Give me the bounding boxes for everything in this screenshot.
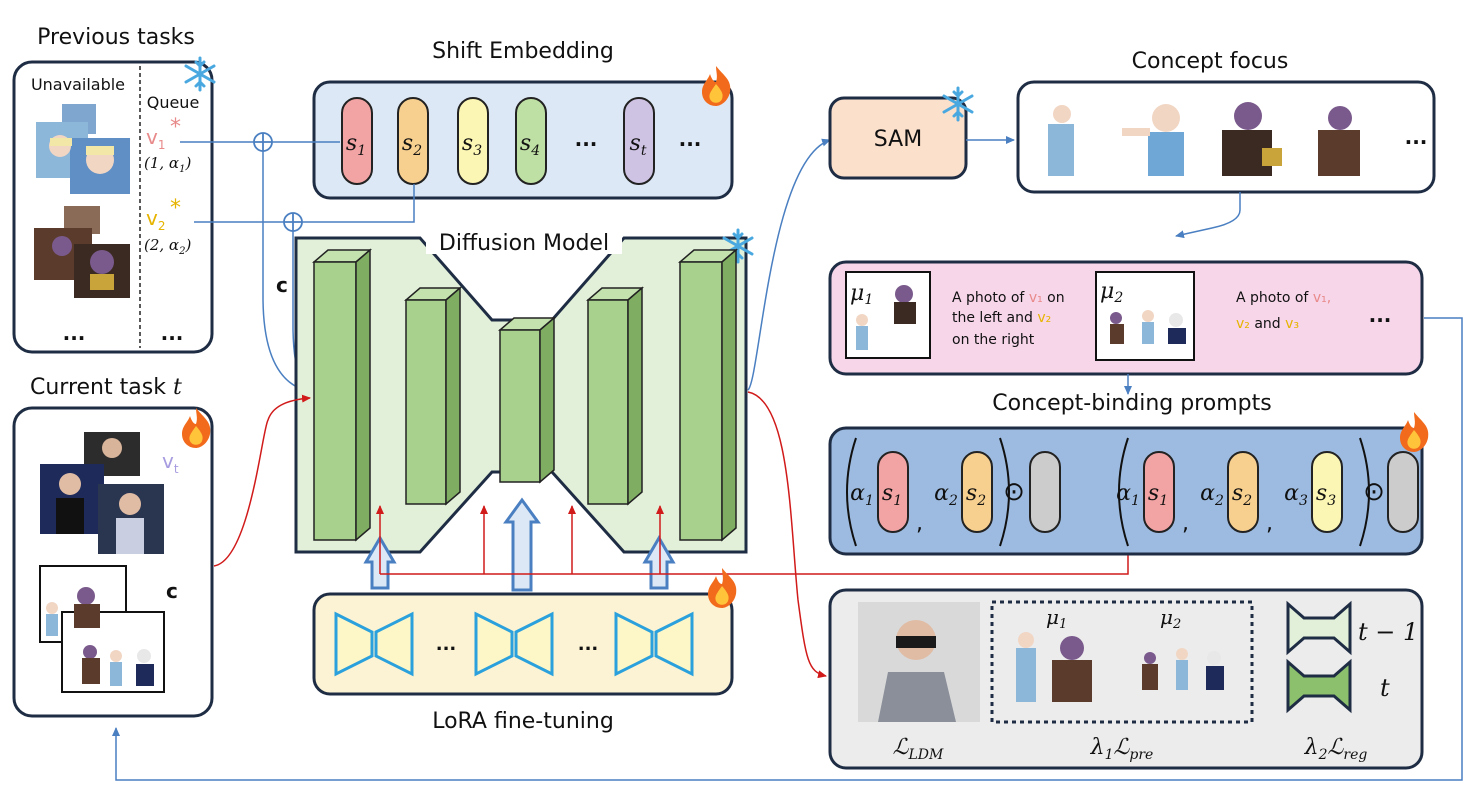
- shift-ellipsis-mid: ...: [575, 127, 598, 151]
- shift-token-label-5: st: [630, 131, 647, 159]
- prev-ellipsis-left: ...: [63, 321, 86, 345]
- binding-group-1-comma-1: ,: [916, 511, 923, 536]
- model-icons: [1286, 600, 1352, 714]
- odot-2: ⊙: [1363, 477, 1385, 507]
- plus-circle-icon: [253, 132, 273, 152]
- fire-icon: [702, 66, 731, 106]
- c-label: c: [276, 273, 288, 297]
- vt-label: vt: [162, 449, 179, 476]
- binding-group-2-coef-2: α2: [1200, 481, 1224, 509]
- unet-blocks: [311, 248, 739, 542]
- chrono-image-1-content: [856, 285, 916, 350]
- v2-pair: (2, α2): [144, 236, 191, 257]
- pre-images: [1016, 632, 1224, 702]
- model-t-minus-1: t − 1: [1358, 618, 1418, 646]
- binding-group-1-token-label-1: s1: [882, 481, 902, 509]
- binding-group-1-token-1: [877, 451, 909, 533]
- shift-token-label-1: s1: [346, 131, 366, 159]
- loss-reg: λ2ℒreg: [1304, 735, 1368, 763]
- ldm-photo: [858, 602, 980, 722]
- fire-icon: [1400, 412, 1429, 452]
- shift-token-2: [397, 97, 429, 185]
- model-t: t: [1380, 674, 1390, 702]
- plus-circle-icon: [283, 212, 303, 232]
- previous-tasks-title: Previous tasks: [37, 25, 195, 50]
- chrono-mu1: μ1: [850, 281, 873, 308]
- binding-group-1-coef-1: α1: [850, 481, 874, 509]
- chrono-prompt-1: A photo of v₁ on the left and v₂ on the …: [952, 290, 1069, 348]
- chrono-prompt-2: A photo of v₁, v₂ and v₃: [1236, 290, 1336, 332]
- binding-group-1-coef-2: α2: [934, 481, 958, 509]
- shift-embedding-title: Shift Embedding: [432, 39, 614, 64]
- binding-group-2-token-3: [1311, 451, 1343, 533]
- diffusion-title-bg: [426, 228, 622, 254]
- shift-token-3: [457, 97, 489, 185]
- concept-focus-title: Concept focus: [1132, 49, 1289, 74]
- previous-elsa-photos: [36, 104, 130, 194]
- binding-blank-token-2: [1387, 451, 1419, 533]
- binding-group-2-comma-1: ,: [1182, 511, 1189, 536]
- binding-group-2-token-label-2: s2: [1232, 481, 1252, 509]
- concept-focus-cutouts: [1048, 102, 1360, 176]
- v2-asterisk: *: [170, 196, 181, 221]
- sam-label: SAM: [874, 127, 922, 152]
- feedback-loop-arrow: [112, 317, 1463, 781]
- previous-thanos-photos: [34, 206, 130, 298]
- shift-ellipsis-end: ...: [679, 127, 702, 151]
- loss-ldm: ℒLDM: [893, 735, 944, 763]
- chrono-mu2: μ2: [1100, 279, 1123, 306]
- current-task-title: Current task t: [30, 375, 182, 400]
- v2-label: v2: [146, 206, 165, 233]
- lora-title: LoRA fine-tuning: [432, 709, 614, 734]
- v1-asterisk: *: [170, 115, 181, 140]
- prev-ellipsis-right: ...: [161, 321, 184, 345]
- binding-group-2-comma-2: ,: [1266, 511, 1273, 536]
- lora-ellipsis-1: ...: [436, 634, 457, 655]
- diffusion-model-title: Diffusion Model: [439, 231, 609, 256]
- binding-group-1-token-2: [961, 451, 993, 533]
- odot-1: ⊙: [1003, 477, 1025, 507]
- loss-mu2: μ2: [1160, 605, 1181, 632]
- pre-dashed-box: [990, 600, 1254, 724]
- binding-group-1: α1 s1, α2 s2: [850, 451, 993, 536]
- binding-blank-token-1: [1029, 451, 1061, 533]
- dm-to-sam-arrow: [747, 138, 831, 391]
- current-task-compositions: [39, 565, 165, 693]
- shift-token-4: [515, 97, 547, 185]
- shift-token-label-3: s3: [462, 131, 482, 159]
- shift-token-5: [623, 97, 655, 185]
- shift-token-1: [341, 97, 373, 185]
- v1-pair: (1, α1): [144, 154, 191, 175]
- shift-token-row: s1 s2 s3 s4 st: [341, 97, 655, 185]
- binding-title: Concept-binding prompts: [992, 391, 1271, 416]
- chrono-image-2-content: [1110, 310, 1186, 344]
- loss-pre: λ1ℒpre: [1090, 735, 1154, 763]
- shift-token-label-2: s2: [402, 131, 422, 159]
- binding-parentheses: [846, 437, 1370, 547]
- chrono-ellipsis: ...: [1369, 303, 1392, 327]
- binding-group-2-token-label-1: s1: [1148, 481, 1168, 509]
- lora-modules: [334, 611, 694, 677]
- current-task-photos: [40, 432, 164, 554]
- binding-group-2-token-label-3: s3: [1316, 481, 1336, 509]
- binding-group-2-token-1: [1143, 451, 1175, 533]
- loss-mu1: μ1: [1046, 605, 1067, 632]
- shift-token-label-4: s4: [520, 131, 540, 159]
- lora-injection-arrows: [363, 497, 676, 592]
- concept-focus-ellipsis: ...: [1405, 125, 1428, 149]
- v1-label: v1: [146, 125, 165, 152]
- queue-label: Queue: [147, 93, 200, 112]
- sam-box: [828, 96, 968, 180]
- current-task-c-label: c: [166, 579, 178, 603]
- focus-to-chrono-arrow: [1175, 192, 1241, 239]
- binding-group-1-token-label-2: s2: [966, 481, 986, 509]
- lora-ellipsis-2: ...: [578, 634, 599, 655]
- binding-group-2-coef-3: α3: [1284, 481, 1308, 509]
- unavailable-label: Unavailable: [31, 75, 125, 94]
- binding-group-2-token-2: [1227, 451, 1259, 533]
